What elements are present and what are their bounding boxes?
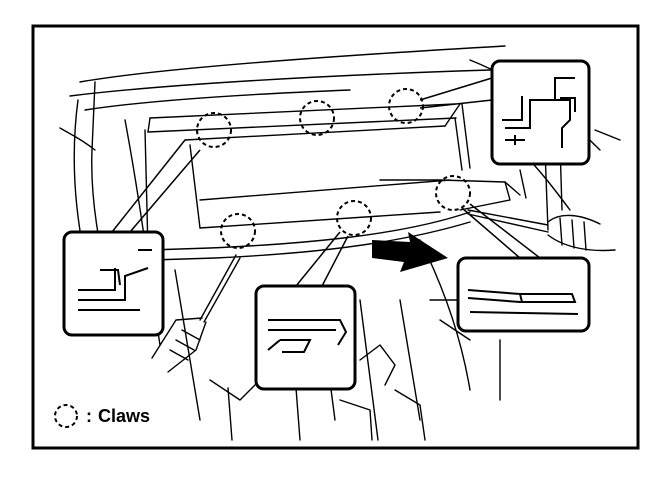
legend-label: Claws (98, 405, 151, 426)
legend: : Claws (52, 402, 150, 430)
claw-marker (336, 200, 372, 236)
claw-detail-top-right (490, 59, 591, 166)
pull-direction-arrow (372, 232, 448, 272)
right-screwdriver (467, 209, 616, 252)
claw-markers (196, 88, 471, 249)
claw-marker (220, 213, 256, 249)
claw-detail-center (254, 284, 357, 391)
figure-frame (31, 24, 640, 450)
legend-separator: : (86, 405, 92, 426)
claw-marker (388, 88, 424, 124)
claw-detail-right (456, 256, 591, 333)
claw-marker (196, 112, 232, 148)
dashed-circle-icon (54, 404, 78, 428)
claw-marker (435, 175, 471, 211)
left-screwdriver (151, 254, 241, 373)
claw-detail-left (62, 230, 165, 337)
callout-leaders (111, 77, 541, 287)
claw-marker (299, 100, 335, 136)
